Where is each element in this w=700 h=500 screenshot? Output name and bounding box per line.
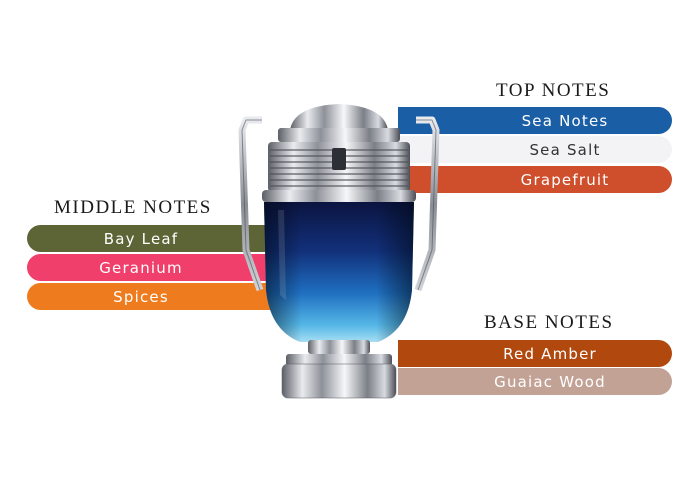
base-notes-heading: BASE NOTES bbox=[484, 312, 614, 333]
note-label: Red Amber bbox=[503, 344, 597, 363]
note-label: Sea Notes bbox=[521, 111, 609, 130]
note-label: Grapefruit bbox=[520, 170, 610, 189]
middle-notes-heading: MIDDLE NOTES bbox=[54, 197, 212, 218]
note-label: Spices bbox=[113, 287, 169, 306]
note-label: Sea Salt bbox=[529, 140, 601, 159]
note-label: Bay Leaf bbox=[103, 229, 179, 248]
perfume-bottle-illustration bbox=[238, 104, 440, 399]
note-label: Guaiac Wood bbox=[494, 372, 606, 391]
note-label: Geranium bbox=[99, 258, 183, 277]
top-notes-heading: TOP NOTES bbox=[496, 80, 611, 101]
